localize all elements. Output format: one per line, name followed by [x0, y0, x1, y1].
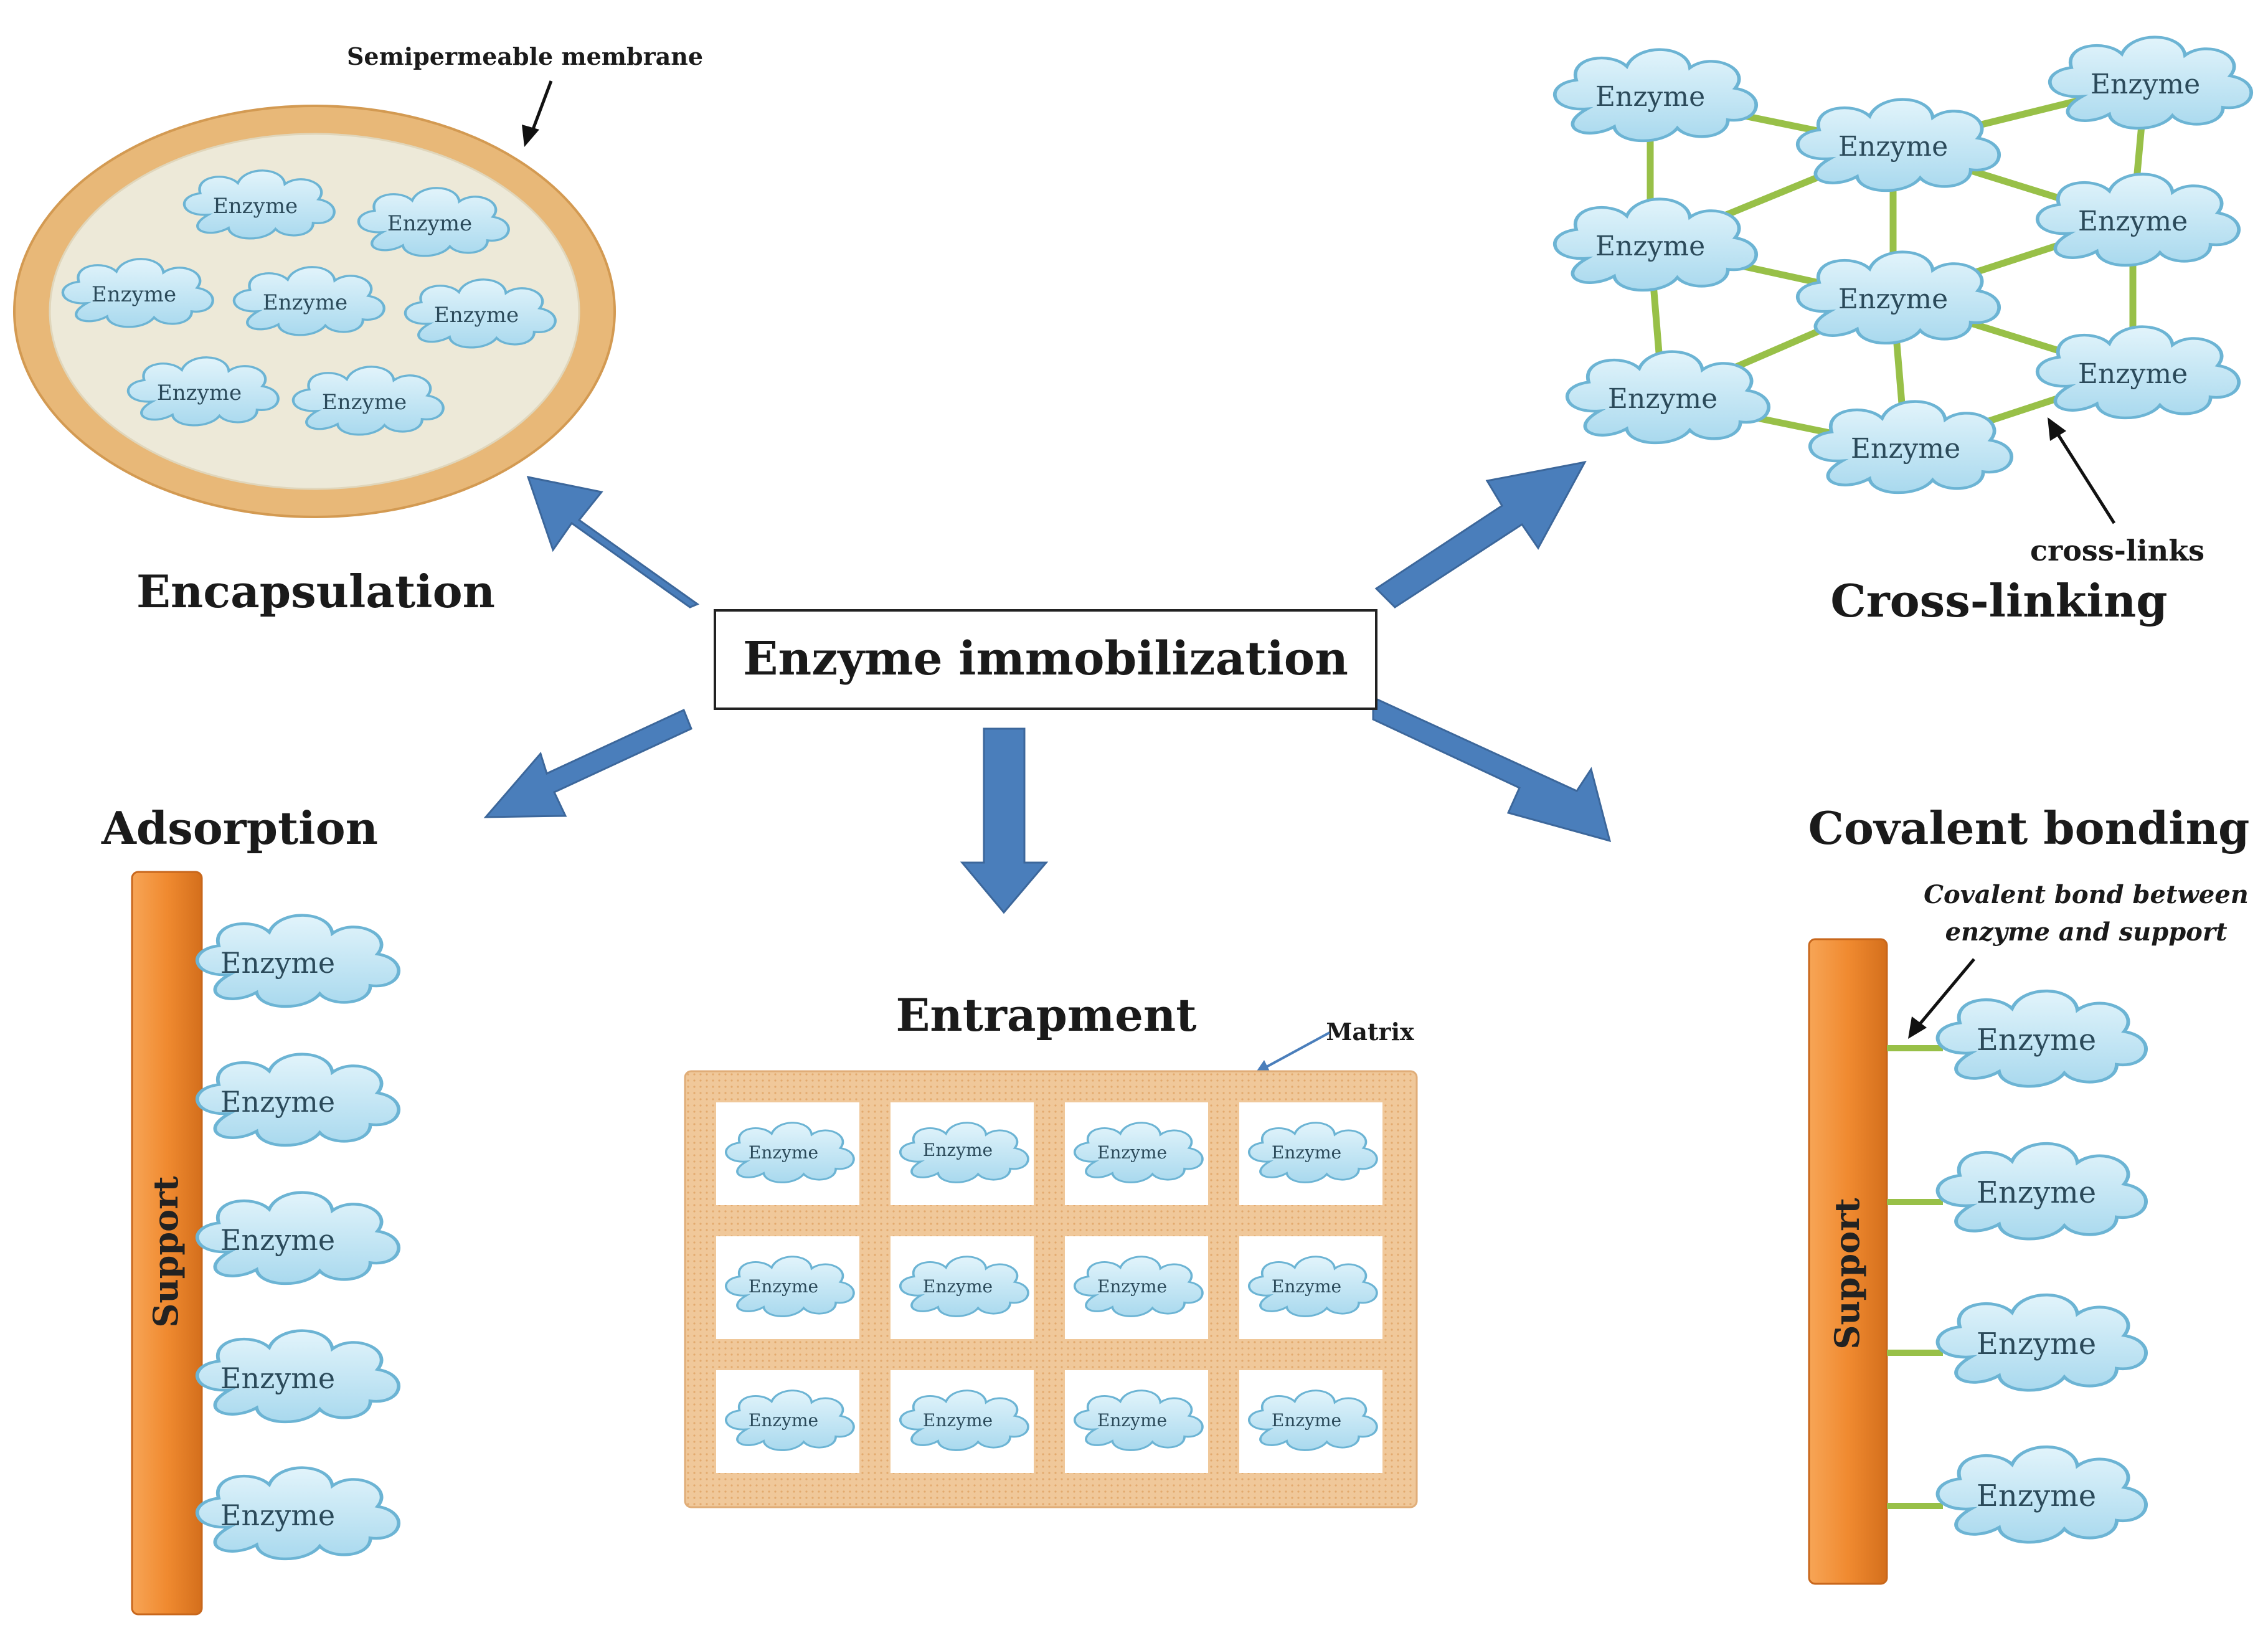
cross-links-pointer-arrow — [2048, 417, 2116, 524]
enzyme-label: Enzyme — [1608, 383, 1718, 415]
arrow-to-entrapment — [960, 727, 1049, 914]
entrapment-panel: Entrapment Matrix Enzyme Enzyme Enzyme E… — [684, 988, 1418, 1508]
enzyme-label: Enzyme — [2091, 69, 2200, 100]
adsorption-panel: Adsorption Support Enzyme Enzyme Enzyme … — [101, 802, 399, 1616]
enzyme-label: Enzyme — [923, 1140, 993, 1160]
arrow-to-encapsulation — [526, 476, 700, 608]
covalent-bonding-panel: Covalent bonding Covalent bond between e… — [1808, 802, 2250, 1585]
entrapment-matrix — [684, 1070, 1418, 1508]
enzyme-label: Enzyme — [1977, 1479, 2096, 1513]
enzyme-label: Enzyme — [220, 946, 335, 980]
covalent-bond-pointer-arrow — [1908, 958, 1975, 1039]
enzyme-label: Enzyme — [749, 1410, 818, 1431]
enzyme-label: Enzyme — [749, 1276, 818, 1297]
enzyme-label: Enzyme — [220, 1498, 335, 1532]
enzyme-label: Enzyme — [1838, 283, 1948, 315]
center-title: Enzyme immobilization — [743, 632, 1348, 686]
enzyme-label: Enzyme — [1851, 433, 1960, 465]
matrix-pointer-arrow — [1255, 1031, 1330, 1074]
adsorption-support-label: Support — [146, 1176, 186, 1327]
enzyme-label: Enzyme — [263, 290, 347, 315]
covalent-bonding-title: Covalent bonding — [1808, 802, 2250, 854]
center-box: Enzyme immobilization — [714, 609, 1377, 710]
enzyme-label: Enzyme — [387, 211, 472, 236]
enzyme-label: Enzyme — [749, 1142, 818, 1163]
enzyme-label: Enzyme — [1272, 1276, 1341, 1297]
enzyme-label: Enzyme — [1595, 81, 1705, 113]
enzyme-label: Enzyme — [1838, 131, 1948, 163]
enzyme-label: Enzyme — [1272, 1410, 1341, 1431]
enzyme-label: Enzyme — [157, 381, 242, 405]
encapsulation-title: Encapsulation — [136, 565, 495, 618]
enzyme-label: Enzyme — [923, 1276, 993, 1297]
adsorption-title: Adsorption — [101, 802, 378, 854]
enzyme-label: Enzyme — [1097, 1410, 1167, 1431]
arrow-to-cross-linking — [1374, 460, 1587, 608]
encapsulation-panel: Enzyme Enzyme Enzyme Enzyme Enzyme Enzym… — [13, 42, 703, 618]
enzyme-label: Enzyme — [220, 1361, 335, 1395]
covalent-support-bar — [1808, 938, 1888, 1585]
enzyme-label: Enzyme — [213, 194, 298, 219]
entrapment-title: Entrapment — [895, 988, 1196, 1041]
arrow-to-covalent-bonding — [1372, 696, 1612, 843]
enzyme-label: Enzyme — [92, 282, 176, 307]
covalent-support-label: Support — [1827, 1198, 1867, 1349]
enzyme-label: Enzyme — [1595, 230, 1705, 262]
covalent-bond-annotation-line2: enzyme and support — [1945, 917, 2228, 947]
cross-linking-title: Cross-linking — [1830, 574, 2167, 627]
enzyme-label: Enzyme — [1977, 1175, 2096, 1210]
covalent-bonds — [1887, 1045, 1943, 1509]
arrow-to-adsorption — [483, 708, 692, 818]
enzyme-label: Enzyme — [2078, 358, 2188, 390]
cross-linking-panel: Enzyme Enzyme Enzyme Enzyme Enzyme Enzym… — [1555, 37, 2251, 627]
enzyme-label: Enzyme — [220, 1085, 335, 1119]
enzyme-label: Enzyme — [1272, 1142, 1341, 1163]
membrane-pointer-arrow — [522, 80, 553, 147]
enzyme-label: Enzyme — [2078, 206, 2188, 237]
enzyme-label: Enzyme — [220, 1223, 335, 1257]
enzyme-label: Enzyme — [1977, 1023, 2096, 1058]
semipermeable-membrane-label: Semipermeable membrane — [347, 42, 703, 70]
covalent-bond-annotation-line1: Covalent bond between — [1924, 880, 2249, 909]
enzyme-label: Enzyme — [1097, 1276, 1167, 1297]
enzyme-label: Enzyme — [1097, 1142, 1167, 1163]
enzyme-label: Enzyme — [434, 303, 519, 328]
matrix-label: Matrix — [1326, 1018, 1414, 1046]
cross-links-label: cross-links — [2030, 534, 2204, 567]
enzyme-label: Enzyme — [322, 390, 407, 415]
enzyme-label: Enzyme — [923, 1410, 993, 1431]
enzyme-label: Enzyme — [1977, 1327, 2096, 1361]
